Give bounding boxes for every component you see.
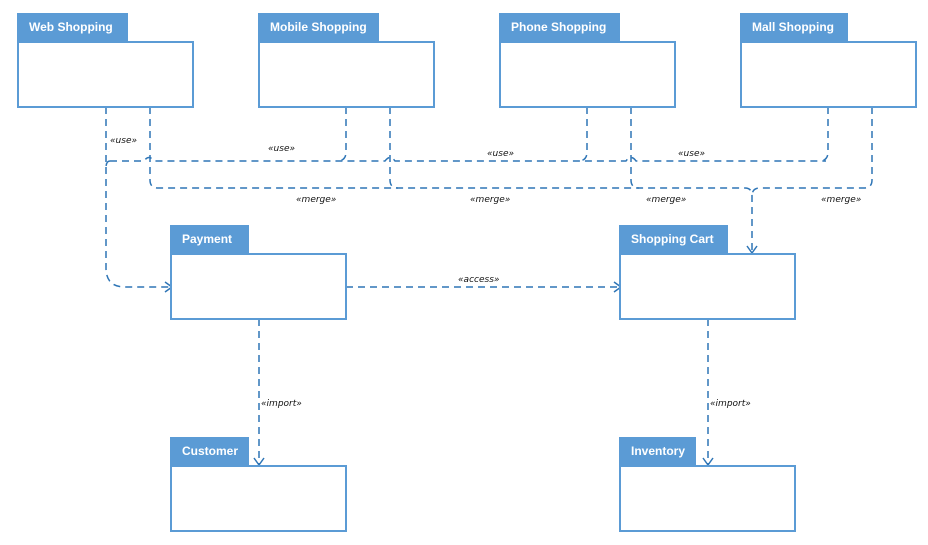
merge-label-web: «merge» [296,195,337,205]
package-body-mall-shopping [740,41,917,108]
import-cart-arrowhead [702,457,714,467]
package-body-web-shopping [17,41,194,108]
merge-label-mall: «merge» [821,195,862,205]
use-bus-connector [110,156,826,162]
merge-mobile-connector [389,107,399,189]
package-tab-customer: Customer [170,437,249,465]
package-body-mobile-shopping [258,41,435,108]
package-body-inventory [619,465,796,532]
use-label-mobile: «use» [268,144,296,154]
merge-web-connector [149,107,753,253]
import-label-cart: «import» [710,399,751,409]
import-label-payment: «import» [261,399,302,409]
access-label: «access» [458,275,500,285]
package-tab-phone-shopping: Phone Shopping [499,13,620,41]
use-web-connector [105,107,171,288]
merge-label-mobile: «merge» [470,195,511,205]
merge-mall-connector [751,107,873,197]
package-tab-inventory: Inventory [619,437,696,465]
package-tab-mobile-shopping: Mobile Shopping [258,13,379,41]
package-tab-payment: Payment [170,225,249,253]
use-bus-to-web [105,160,111,169]
package-tab-shopping-cart: Shopping Cart [619,225,728,253]
package-body-payment [170,253,347,320]
package-tab-mall-shopping: Mall Shopping [740,13,848,41]
use-label-mall: «use» [678,149,706,159]
package-body-shopping-cart [619,253,796,320]
use-label-phone: «use» [487,149,515,159]
use-phone-connector [577,107,588,162]
merge-label-phone: «merge» [646,195,687,205]
package-body-customer [170,465,347,532]
use-label-web: «use» [110,136,138,146]
import-payment-arrowhead [253,457,265,467]
use-mobile-connector [336,107,347,162]
merge-phone-connector [630,107,640,189]
use-mall-connector [818,107,829,162]
package-tab-web-shopping: Web Shopping [17,13,128,41]
package-body-phone-shopping [499,41,676,108]
